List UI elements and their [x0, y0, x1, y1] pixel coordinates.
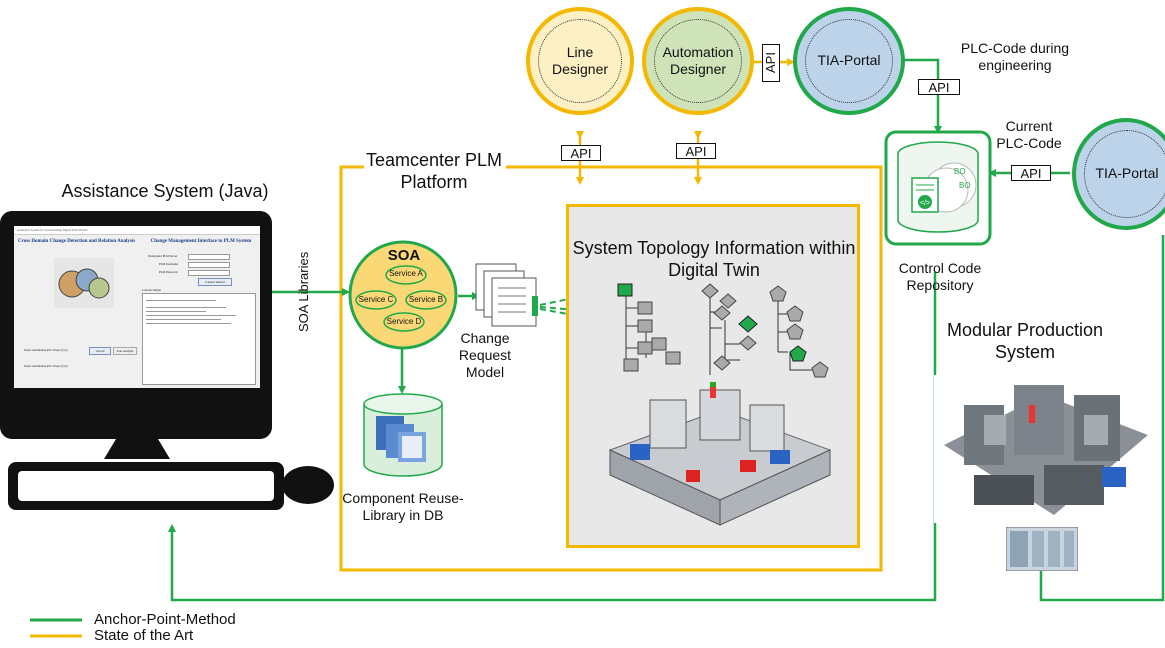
component-library-db-icon [363, 393, 443, 477]
left-heading: Cross Domain Change Detection and Relati… [18, 239, 136, 244]
api-label-line-designer: API [561, 145, 601, 161]
api-label-tia-repo: API [918, 79, 960, 95]
line-designer-label: Line Designer [551, 43, 609, 78]
plm-frame [339, 165, 883, 572]
soa-title: SOA [387, 247, 421, 264]
right-heading: Change Management Interface to PLM Syste… [150, 239, 252, 244]
field-label-1: Teamcenter PLM Server [148, 254, 178, 258]
row1-label: Select Automation PLC Project (v1) [24, 348, 68, 352]
service-a: Service A [389, 269, 423, 278]
tia-portal-top-label: TIA-Portal [817, 52, 881, 69]
svg-text:</>: </> [920, 200, 930, 207]
field-input-3[interactable] [188, 270, 230, 276]
api-label-ad-tia: API [762, 44, 780, 82]
field-label-3: PLM Password [159, 270, 178, 274]
production-title: Modular Production System [946, 320, 1104, 362]
plc-hardware-image [1006, 527, 1078, 571]
keyboard [8, 462, 284, 510]
tia-portal-top-node: TIA-Portal [793, 7, 905, 115]
connect-button[interactable]: Connect Indexer [198, 278, 232, 286]
topology-trees [617, 283, 829, 378]
field-input-2[interactable] [188, 262, 230, 268]
svg-text:BO: BO [959, 181, 971, 190]
line-designer-node: Line Designer [526, 7, 634, 115]
digital-twin-machine-image [608, 382, 832, 526]
service-d: Service D [386, 317, 422, 326]
production-system-photo [934, 375, 1158, 523]
change-request-model-label: Change Request Model [458, 330, 512, 380]
automation-designer-label: Automation Designer [662, 43, 734, 78]
digital-twin-title: System Topology Information within Digit… [572, 238, 856, 280]
plm-title: Teamcenter PLM Platform [365, 150, 503, 192]
current-plc-code-label: Current PLC-Code [996, 118, 1062, 151]
assistance-screen: Assistance System for Synchronizing Digi… [14, 226, 260, 388]
window-titlebar: Assistance System for Synchronizing Digi… [14, 226, 260, 235]
plc-code-engineering-label: PLC-Code during engineering [960, 40, 1070, 73]
tia-to-repo-line [903, 58, 942, 134]
mouse [282, 466, 334, 504]
tia-to-plc-line [1039, 235, 1165, 602]
legend-anchor-point-method: Anchor-Point-Method [94, 611, 236, 628]
monitor-stand [104, 437, 170, 459]
soa-circle [348, 240, 458, 350]
field-input-1[interactable] [188, 254, 230, 260]
automation-designer-node: Automation Designer [642, 7, 754, 115]
row2-label: Select Automation PLC Project (v2) [24, 364, 68, 368]
tia-portal-right-label: TIA-Portal [1095, 165, 1159, 182]
start-button[interactable]: Start Analysis [113, 347, 137, 355]
change-request-model-icon [475, 263, 538, 327]
svg-text:BO: BO [954, 167, 966, 176]
service-c: Service C [358, 295, 394, 304]
tia-portal-right-node: TIA-Portal [1072, 118, 1165, 230]
console-label: Console Output [142, 288, 161, 292]
console-output [142, 293, 256, 385]
legend-state-of-the-art: State of the Art [94, 627, 194, 644]
control-code-repository-label: Control Code Repository [898, 260, 982, 293]
upload-button[interactable]: Upload [89, 347, 111, 355]
component-library-label: Component Reuse-Library in DB [342, 490, 464, 523]
api-label-automation-designer: API [676, 143, 716, 159]
service-b: Service B [408, 295, 444, 304]
field-label-2: PLM Username [159, 262, 179, 266]
gears-image [54, 258, 114, 308]
assistance-title: Assistance System (Java) [61, 181, 269, 201]
soa-libraries-label: SOA Libraries [296, 251, 311, 333]
control-code-repository-icon: BO BO </> [884, 130, 992, 246]
api-label-tia-right: API [1011, 165, 1051, 181]
